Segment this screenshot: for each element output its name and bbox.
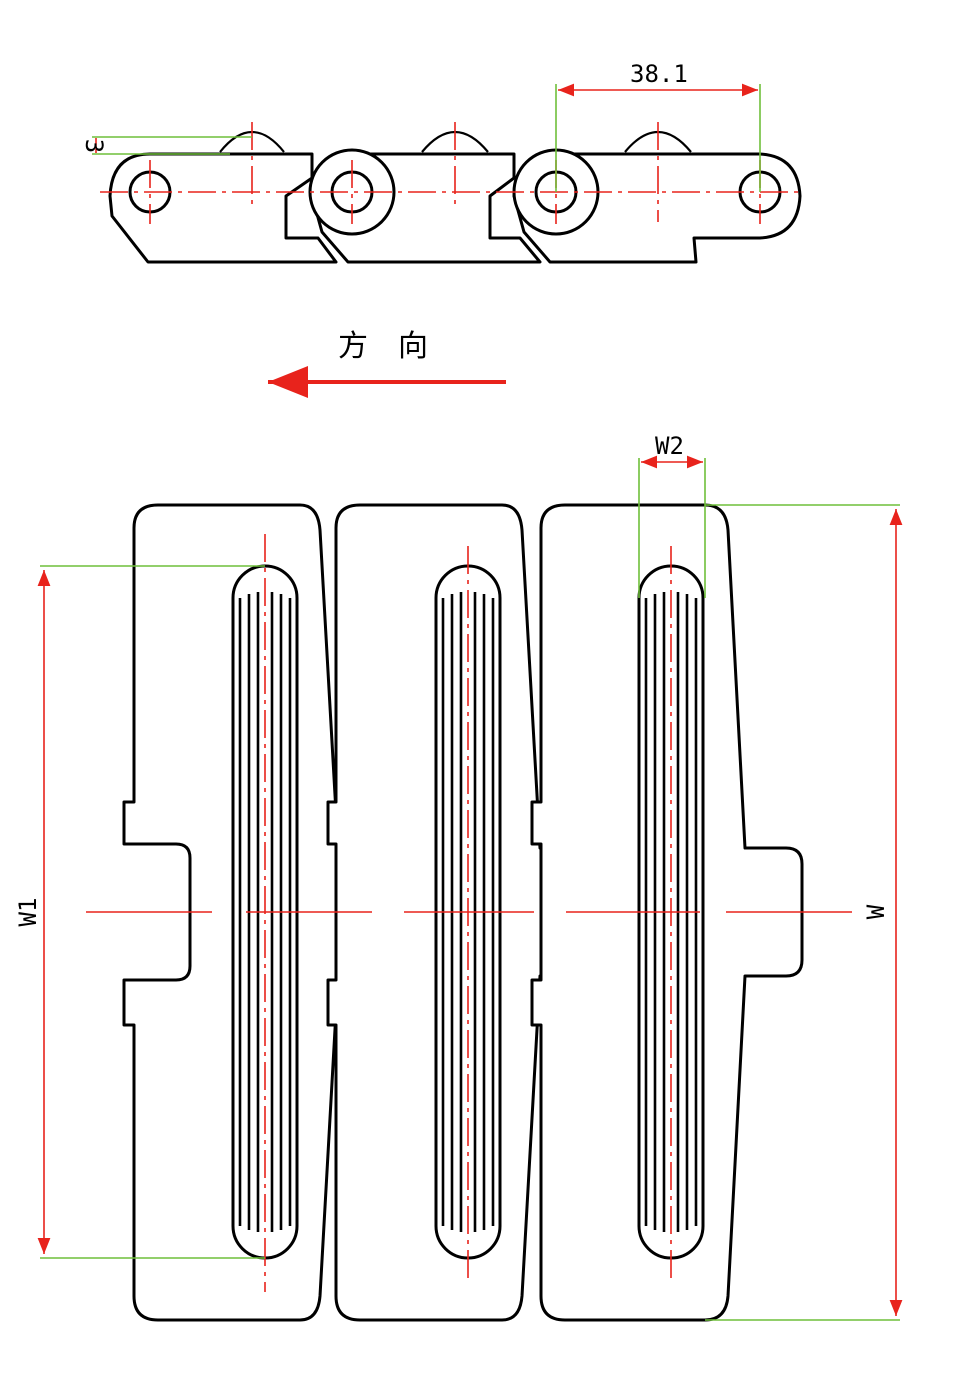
side-centerlines — [100, 122, 800, 224]
direction-indicator: 方 向 — [268, 329, 506, 398]
w-dimension: W — [705, 504, 903, 1321]
top-view: W1 W2 W — [14, 432, 903, 1322]
w-label: W — [862, 904, 890, 919]
height-dimension: 3 — [80, 136, 252, 155]
pitch-dimension: 38.1 — [555, 60, 761, 192]
w1-label: W1 — [14, 898, 42, 927]
w2-dimension: W2 — [638, 432, 706, 598]
height-label: 3 — [80, 139, 108, 153]
direction-label: 方 向 — [338, 329, 428, 364]
pitch-label: 38.1 — [630, 60, 688, 88]
w2-label: W2 — [655, 432, 684, 460]
side-view: 38.1 3 — [80, 60, 802, 264]
w1-dimension: W1 — [14, 565, 265, 1259]
top-centerlines — [86, 534, 852, 1292]
